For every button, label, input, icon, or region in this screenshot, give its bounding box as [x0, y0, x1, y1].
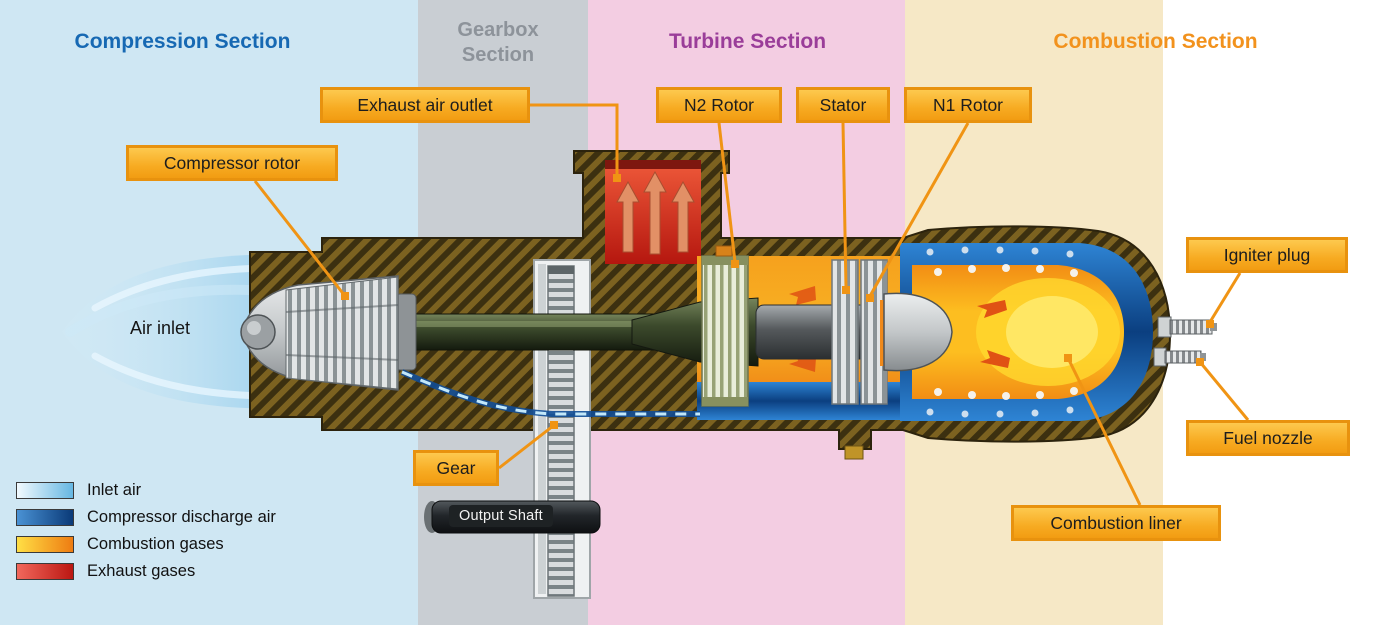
inlet-air-swatch	[16, 482, 74, 499]
title-gearbox-section: Gearbox Section	[457, 19, 539, 66]
title-compression-section: Compression Section	[74, 30, 291, 53]
fuel-nozzle-graphic	[1153, 347, 1206, 367]
legend-label: Exhaust gases	[87, 562, 196, 580]
leader-dots	[341, 174, 1214, 429]
casing-drain-fitting	[844, 445, 864, 460]
callout-gear: Gear	[413, 450, 499, 486]
compressor-discharge-air-swatch	[16, 509, 74, 526]
callout-n2-rotor: N2 Rotor	[656, 87, 782, 123]
callout-igniter-plug: Igniter plug	[1186, 237, 1348, 273]
callout-fuel-nozzle: Fuel nozzle	[1186, 420, 1350, 456]
combustion-chamber-graphic	[880, 243, 1153, 421]
legend-item-combustion-gases: Combustion gases	[16, 531, 276, 558]
legend: Inlet air Compressor discharge air Combu…	[16, 477, 276, 585]
callout-combustion-liner: Combustion liner	[1011, 505, 1221, 541]
legend-label: Compressor discharge air	[87, 508, 276, 526]
callout-stator: Stator	[796, 87, 890, 123]
legend-item-compressor-discharge-air: Compressor discharge air	[16, 504, 276, 531]
output-shaft-label: Output Shaft	[449, 505, 553, 527]
callout-compressor-rotor: Compressor rotor	[126, 145, 338, 181]
igniter-plug-graphic	[1157, 316, 1217, 338]
title-combustion-section: Combustion Section	[1053, 30, 1258, 53]
air-inlet-label: Air inlet	[130, 318, 191, 338]
turbine-rotors-graphic	[631, 245, 907, 420]
title-turbine-section: Turbine Section	[668, 30, 827, 53]
exhaust-gases-swatch	[16, 563, 74, 580]
compressor-rotor-graphic	[240, 275, 417, 391]
legend-item-exhaust-gases: Exhaust gases	[16, 558, 276, 585]
callout-n1-rotor: N1 Rotor	[904, 87, 1032, 123]
leader-lines	[253, 103, 1250, 506]
combustion-gases-swatch	[16, 536, 74, 553]
callout-exhaust-air-outlet: Exhaust air outlet	[320, 87, 530, 123]
discharge-air-dashed-line	[400, 369, 700, 417]
legend-item-inlet-air: Inlet air	[16, 477, 276, 504]
legend-label: Combustion gases	[87, 535, 224, 553]
legend-label: Inlet air	[87, 481, 142, 499]
